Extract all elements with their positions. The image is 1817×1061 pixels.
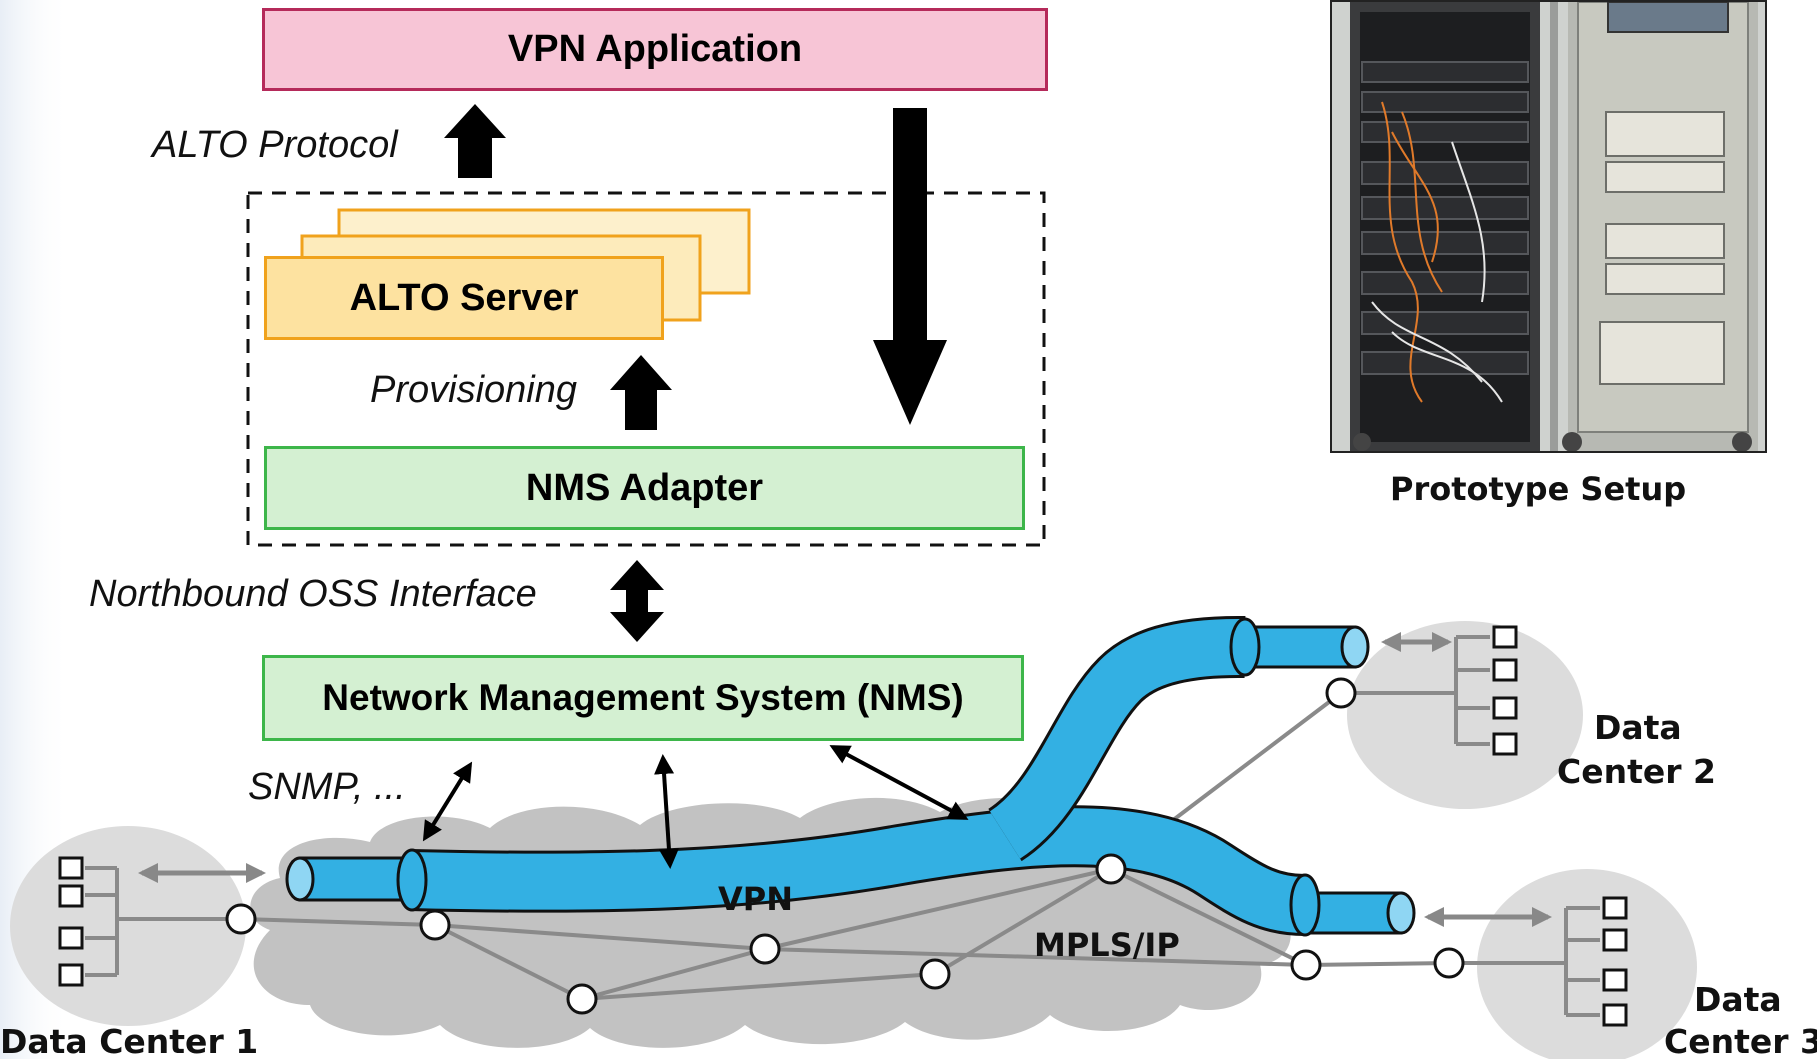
rack-illustration — [1332, 2, 1765, 451]
router-node — [749, 933, 781, 965]
nms-adapter-box: NMS Adapter — [264, 446, 1025, 530]
server-icon — [58, 856, 84, 880]
server-icon — [1602, 968, 1628, 992]
snmp-arrow-2 — [654, 754, 679, 869]
server-icon — [1602, 928, 1628, 952]
router-node — [1095, 853, 1127, 885]
alto-protocol-arrow — [444, 104, 506, 178]
nms-box: Network Management System (NMS) — [262, 655, 1024, 741]
dc1-servers — [58, 856, 84, 987]
dc2-servers — [1492, 625, 1518, 756]
tunnel-left-cap — [396, 848, 428, 912]
tunnel-right-end — [1386, 891, 1416, 935]
server-icon — [58, 963, 84, 987]
mpls-label: MPLS/IP — [1034, 926, 1180, 964]
dc2-bubble — [1347, 621, 1583, 809]
server-icon — [1492, 732, 1518, 756]
vpn-tunnel-left-stub — [298, 856, 412, 902]
snmp-arrow-1 — [422, 761, 473, 842]
dc1-label: Data Center 1 — [0, 1022, 259, 1061]
vpn-tunnel-right-stub — [1303, 891, 1403, 935]
alto-protocol-label: ALTO Protocol — [152, 124, 398, 166]
server-icon — [1492, 625, 1518, 649]
vpn-label: VPN — [718, 880, 793, 918]
dc2-label-line2: Center 2 — [1557, 752, 1716, 791]
provisioning-arrow — [610, 355, 672, 430]
router-node — [566, 983, 598, 1015]
tunnel-top-end — [1340, 625, 1370, 669]
dc3-label-line1: Data — [1694, 980, 1782, 1019]
northbound-label: Northbound OSS Interface — [89, 573, 537, 615]
server-icon — [1492, 696, 1518, 720]
alto-system-boundary — [246, 191, 1046, 547]
dc2-label-line1: Data — [1594, 708, 1682, 747]
server-icon — [1602, 896, 1628, 920]
prototype-rack-photo — [1330, 0, 1767, 453]
vpn-to-adapter-arrow — [873, 108, 947, 425]
server-icon — [58, 884, 84, 908]
router-node — [1433, 947, 1465, 979]
snmp-arrow-3 — [829, 745, 969, 820]
router-node — [419, 909, 451, 941]
server-icon — [1492, 658, 1518, 682]
router-node — [1325, 677, 1357, 709]
provisioning-label: Provisioning — [370, 369, 577, 411]
server-connectors — [85, 635, 1600, 1017]
router-node — [1290, 949, 1322, 981]
tunnel-left-end — [285, 856, 315, 902]
network-links — [117, 691, 1566, 1001]
vpn-application-box: VPN Application — [262, 8, 1048, 91]
snmp-label: SNMP, ... — [248, 766, 406, 808]
alto-server-box: ALTO Server — [264, 256, 664, 340]
dc1-bubble — [10, 826, 246, 1026]
northbound-arrow — [610, 560, 664, 642]
tunnel-top-cap — [1229, 617, 1261, 677]
server-icon — [1602, 1003, 1628, 1027]
dc3-label-line2: Center 3 — [1664, 1022, 1817, 1061]
router-node — [919, 958, 951, 990]
router-node — [225, 903, 257, 935]
dc3-servers — [1602, 896, 1628, 1027]
tunnel-right-cap — [1289, 873, 1321, 937]
vpn-tunnel-top-stub — [1243, 625, 1357, 669]
server-icon — [58, 926, 84, 950]
prototype-caption: Prototype Setup — [1390, 470, 1687, 508]
router-nodes — [225, 677, 1465, 1015]
